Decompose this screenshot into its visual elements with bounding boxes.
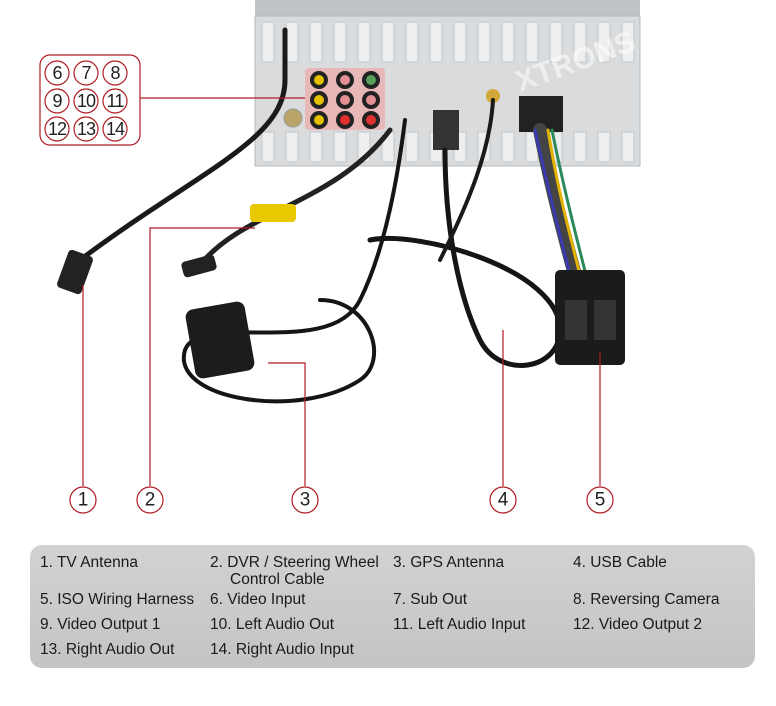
port-number: 10 xyxy=(77,91,96,111)
iso-harness-connector xyxy=(555,270,625,365)
port-number: 13 xyxy=(77,119,96,139)
port-number: 11 xyxy=(107,91,125,111)
gps-antenna-module xyxy=(185,301,255,379)
legend-item: 4. USB Cable xyxy=(573,554,667,571)
callout-lines xyxy=(82,227,601,486)
cables xyxy=(57,27,625,404)
port-number: 8 xyxy=(110,63,120,83)
legend-item-label: 11. Left Audio Input xyxy=(393,616,526,633)
callout-number: 1 xyxy=(78,490,89,511)
port-number: 7 xyxy=(81,63,91,83)
legend-item: 12. Video Output 2 xyxy=(573,616,702,633)
port-number-circle xyxy=(102,60,128,86)
legend-item-label: 5. ISO Wiring Harness xyxy=(40,591,195,608)
legend-item: 5. ISO Wiring Harness xyxy=(40,591,194,608)
callout-circle xyxy=(291,486,319,514)
callout-circle xyxy=(489,486,517,514)
legend-item-label: 13. Right Audio Out xyxy=(40,641,175,658)
callout-circle xyxy=(136,486,164,514)
legend-item-label: 1. TV Antenna xyxy=(40,554,138,571)
legend-item: 14. Right Audio Input xyxy=(210,641,354,658)
legend-item: 11. Left Audio Input xyxy=(393,616,525,633)
port-number: 14 xyxy=(106,119,125,139)
legend-item-label: 10. Left Audio Out xyxy=(210,616,335,633)
legend-item: 8. Reversing Camera xyxy=(573,591,719,608)
callout-circle xyxy=(586,486,614,514)
port-number-circle xyxy=(44,116,70,142)
port-number-circle xyxy=(102,88,128,114)
legend-item-label: 14. Right Audio Input xyxy=(210,641,354,658)
port-number-circle xyxy=(44,60,70,86)
legend-item: 9. Video Output 1 xyxy=(40,616,160,633)
port-number-circle xyxy=(73,116,99,142)
port-number-circle xyxy=(73,60,99,86)
legend-item: 1. TV Antenna xyxy=(40,554,138,571)
legend-item-label: 12. Video Output 2 xyxy=(573,616,702,633)
legend-item-label: 4. USB Cable xyxy=(573,554,667,571)
legend-item-label: 8. Reversing Camera xyxy=(573,591,720,608)
port-number-circle xyxy=(73,88,99,114)
legend-item: 10. Left Audio Out xyxy=(210,616,334,633)
legend-item-label: 7. Sub Out xyxy=(393,591,468,608)
usb-port xyxy=(433,110,459,150)
callout-number: 5 xyxy=(595,490,606,511)
port-number: 9 xyxy=(52,91,62,111)
port-number-circle xyxy=(102,116,128,142)
legend-item-label: 9. Video Output 1 xyxy=(40,616,161,633)
callout-circle xyxy=(69,486,97,514)
head-unit: XTRONS xyxy=(254,0,641,167)
callout-number: 4 xyxy=(498,490,509,511)
legend-item-label: 2. DVR / Steering Wheel xyxy=(210,554,379,571)
port-number: 6 xyxy=(52,63,62,83)
legend-item: 3. GPS Antenna xyxy=(393,554,504,571)
callout-number: 3 xyxy=(300,490,311,511)
port-number: 12 xyxy=(48,119,67,139)
port-number-circle xyxy=(44,88,70,114)
legend-item: 13. Right Audio Out xyxy=(40,641,174,658)
legend-item-label: 3. GPS Antenna xyxy=(393,554,505,571)
gps-port xyxy=(486,89,500,103)
legend-item-label-cont: Control Cable xyxy=(230,571,325,588)
tv-antenna-port xyxy=(283,108,303,128)
legend-item: 7. Sub Out xyxy=(393,591,467,608)
legend-item-label: 6. Video Input xyxy=(210,591,306,608)
legend-item: 6. Video Input xyxy=(210,591,305,608)
callout-number: 2 xyxy=(145,490,156,511)
